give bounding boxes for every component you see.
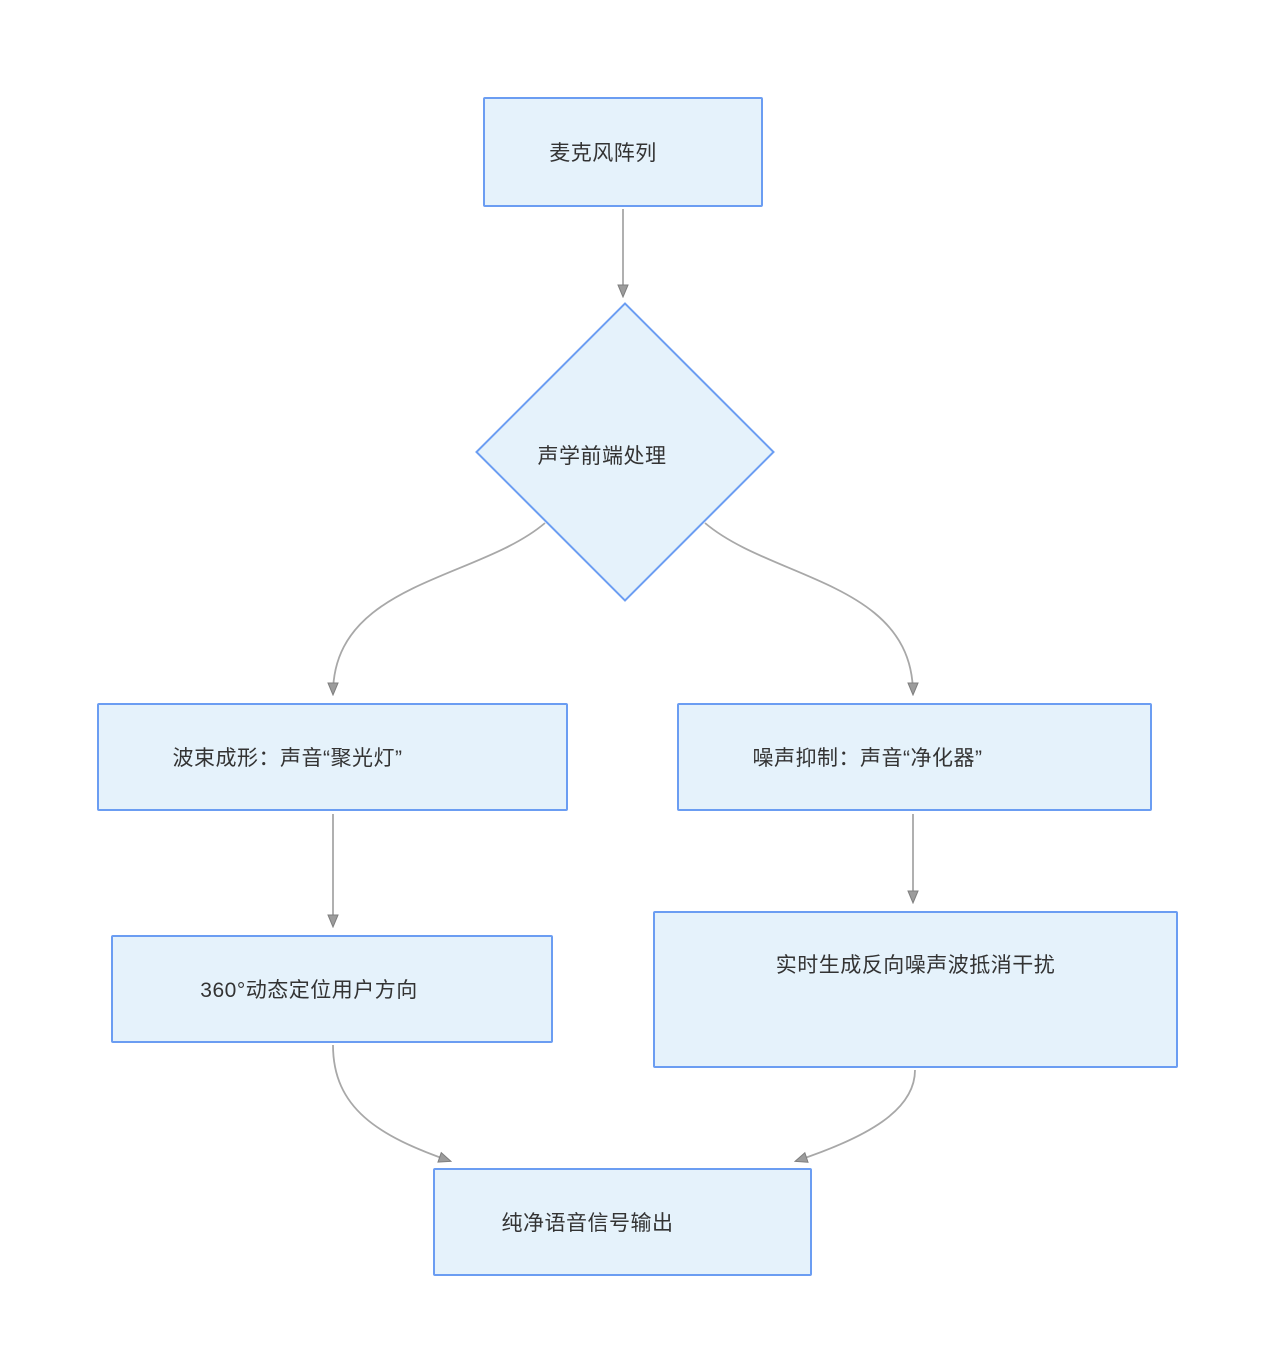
edge-antinoise-to-output: [796, 1069, 916, 1161]
edge-locate-to-output: [332, 1044, 450, 1161]
node-anti-noise-label: 实时生成反向噪声波抵消干扰: [775, 954, 1056, 977]
node-anti-noise: 实时生成反向噪声波抵消干扰: [653, 911, 1178, 1068]
node-locate-user: 360°动态定位用户方向: [111, 935, 553, 1043]
node-acoustic-frontend-label: 声学前端处理: [537, 445, 667, 468]
edge-frontend-to-beamforming: [333, 522, 546, 694]
node-mic-array-label: 麦克风阵列: [549, 142, 657, 165]
node-clean-output-label: 纯净语音信号输出: [501, 1212, 674, 1235]
edge-frontend-to-noise: [704, 522, 913, 694]
node-clean-output: 纯净语音信号输出: [433, 1168, 812, 1276]
node-noise-suppression-label: 噪声抑制：声音“净化器”: [752, 747, 983, 770]
node-locate-user-label: 360°动态定位用户方向: [200, 979, 418, 1002]
node-noise-suppression: 噪声抑制：声音“净化器”: [677, 703, 1152, 811]
node-beamforming: 波束成形：声音“聚光灯”: [97, 703, 568, 811]
node-mic-array: 麦克风阵列: [483, 97, 763, 207]
node-beamforming-label: 波束成形：声音“聚光灯”: [172, 747, 403, 770]
